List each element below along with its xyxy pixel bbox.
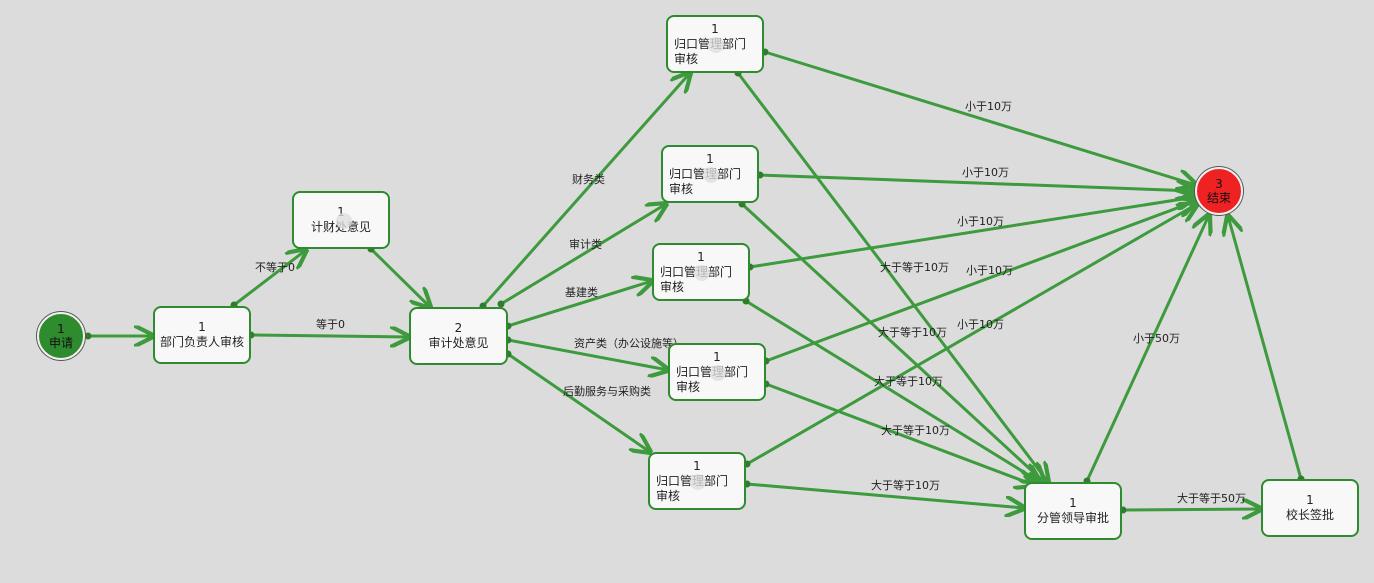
- edge-label-ge10-1: 大于等于10万: [880, 260, 949, 274]
- edge-label-lt10-3: 小于10万: [957, 215, 1004, 228]
- president-sign-count: 1: [1306, 493, 1314, 507]
- edge-label-cat-infra: 基建类: [565, 285, 598, 299]
- review-node-4[interactable]: 1 归口管理部门审核: [668, 343, 766, 401]
- review-node-3[interactable]: 1 归口管理部门审核: [652, 243, 750, 301]
- edge-review1-to-leader[interactable]: [736, 72, 1048, 482]
- audit-opinion-label: 审计处意见: [428, 336, 489, 350]
- start-node-count: 1: [57, 322, 65, 336]
- edge-review4-to-leader[interactable]: [765, 382, 1034, 485]
- leader-approval-node[interactable]: 1 分管领导审批: [1024, 482, 1122, 540]
- edge-label-ge50: 大于等于50万: [1177, 491, 1246, 505]
- edge-audit-to-review1[interactable]: [481, 73, 690, 307]
- edge-label-eq0: 等于0: [316, 317, 345, 331]
- edge-label-cat-asset: 资产类（办公设施等）: [574, 336, 684, 350]
- edge-label-ge10-5: 大于等于10万: [871, 478, 940, 492]
- finance-opinion-count: 1: [337, 205, 345, 219]
- president-sign-label: 校长签批: [1285, 508, 1334, 522]
- review-node-5[interactable]: 1 归口管理部门审核: [648, 452, 746, 510]
- review-node-2-count: 1: [706, 151, 714, 166]
- edge-review4-to-end[interactable]: [765, 201, 1196, 363]
- edge-leader-to-end[interactable]: [1085, 215, 1209, 482]
- edge-label-lt50: 小于50万: [1133, 332, 1180, 345]
- edge-review2-to-leader[interactable]: [740, 202, 1044, 482]
- end-node-label: 结束: [1206, 191, 1231, 205]
- edge-audit-to-review2-anchor: [497, 300, 505, 308]
- edge-review2-to-end[interactable]: [759, 173, 1195, 191]
- edge-label-lt10-1: 小于10万: [965, 100, 1012, 113]
- review-node-1[interactable]: 1 归口管理部门审核: [666, 15, 764, 73]
- finance-opinion-node[interactable]: 1 计财处意见: [292, 191, 390, 249]
- edge-review5-to-leader[interactable]: [746, 482, 1024, 508]
- edge-audit-to-review5[interactable]: [507, 352, 650, 452]
- edge-label-ge10-2: 大于等于10万: [878, 325, 947, 339]
- edge-audit-to-review3[interactable]: [507, 281, 652, 328]
- edge-label-cat-logistics: 后勤服务与采购类: [563, 384, 651, 398]
- edge-audit-to-review2[interactable]: [500, 204, 666, 306]
- edge-label-lt10-2: 小于10万: [962, 166, 1009, 179]
- edge-label-cat-finance: 财务类: [572, 172, 605, 186]
- edge-president-to-end[interactable]: [1228, 216, 1303, 480]
- edge-dept-head-to-finance[interactable]: [233, 250, 306, 307]
- edge-label-ge10-4: 大于等于10万: [881, 423, 950, 437]
- end-node-count: 3: [1215, 177, 1223, 191]
- edge-dept-head-to-audit[interactable]: [250, 335, 409, 337]
- edge-leader-to-president[interactable]: [1122, 509, 1261, 510]
- dept-head-review-label: 部门负责人审核: [159, 335, 244, 349]
- edge-label-cat-audit: 审计类: [569, 237, 602, 251]
- review-node-5-count: 1: [693, 458, 701, 473]
- audit-opinion-node[interactable]: 2 审计处意见: [409, 307, 508, 365]
- start-node-label: 申请: [48, 336, 73, 350]
- edge-label-ne0: 不等于0: [255, 260, 295, 274]
- edge-finance-to-audit[interactable]: [369, 247, 430, 307]
- review-node-4-count: 1: [713, 349, 721, 364]
- edge-start-to-dept-head-anchor: [84, 332, 92, 340]
- review-node-3-count: 1: [697, 249, 705, 264]
- start-node[interactable]: 1 申请: [37, 312, 85, 360]
- edge-review3-to-end[interactable]: [749, 197, 1195, 269]
- edge-label-ge10-3: 大于等于10万: [874, 374, 943, 388]
- dept-head-review-count: 1: [198, 320, 206, 334]
- leader-approval-label: 分管领导审批: [1036, 511, 1109, 525]
- edge-review3-to-leader[interactable]: [745, 299, 1040, 482]
- edge-label-lt10-4: 小于10万: [966, 264, 1013, 277]
- leader-approval-count: 1: [1069, 496, 1077, 510]
- end-node[interactable]: 3 结束: [1195, 167, 1243, 215]
- edge-review1-to-end[interactable]: [764, 50, 1196, 185]
- audit-opinion-count: 2: [454, 321, 463, 335]
- dept-head-review-node[interactable]: 1 部门负责人审核: [153, 306, 251, 364]
- edge-audit-to-review4[interactable]: [507, 338, 668, 370]
- edge-label-lt10-5: 小于10万: [957, 318, 1004, 331]
- president-sign-node[interactable]: 1 校长签批: [1261, 479, 1359, 537]
- edge-review5-to-end[interactable]: [746, 204, 1197, 466]
- review-node-1-count: 1: [711, 21, 719, 36]
- review-node-2[interactable]: 1 归口管理部门审核: [661, 145, 759, 203]
